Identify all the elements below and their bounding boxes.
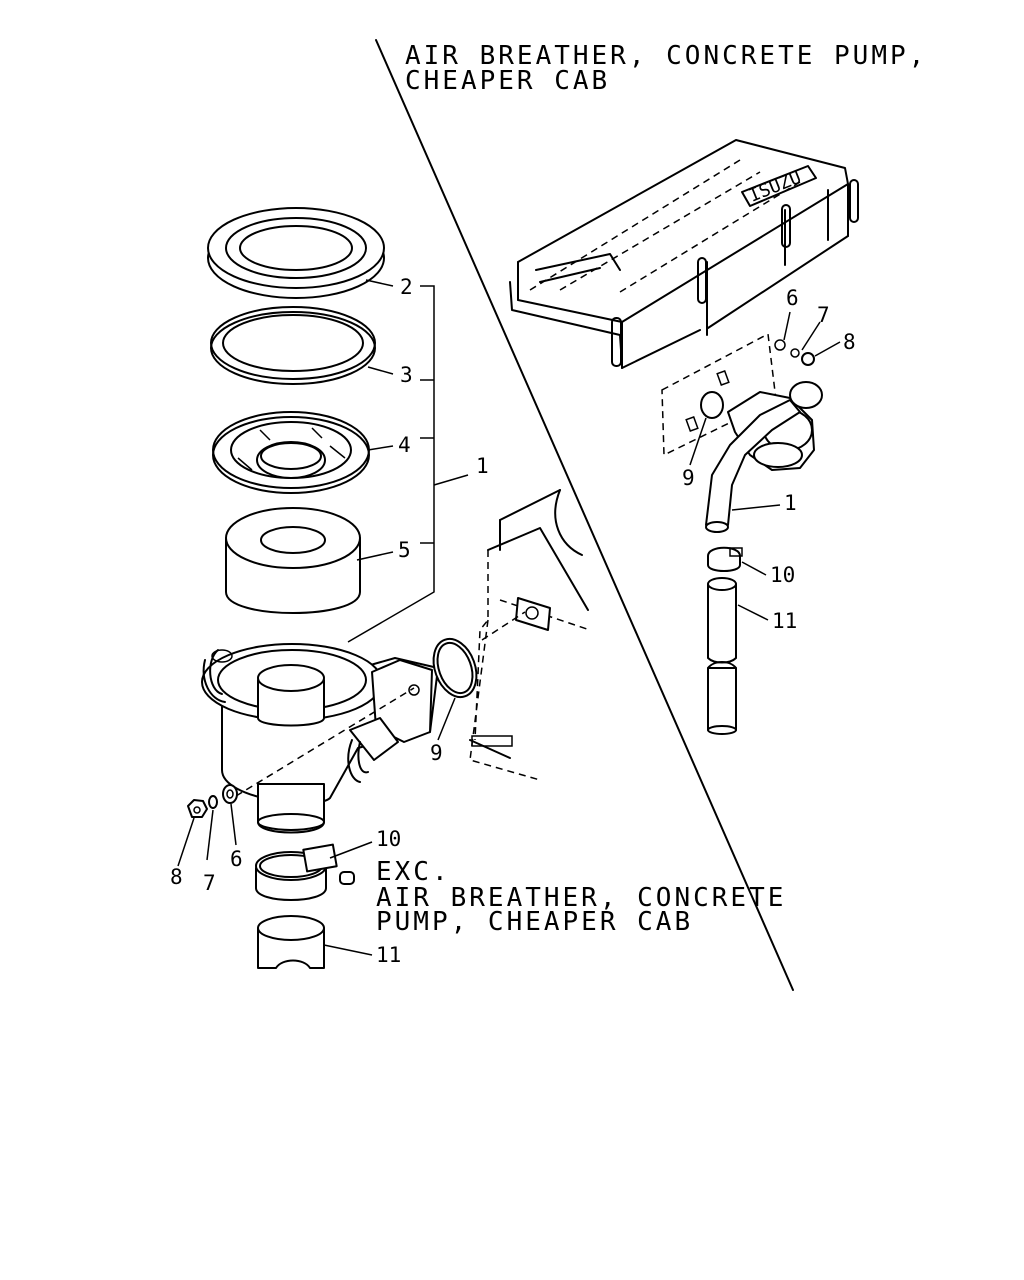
air-breather-variant-note-line-2: CHEAPER CAB (405, 66, 610, 96)
callout-1-right: 1 (784, 491, 797, 515)
callout-2-left: 2 (400, 275, 413, 299)
air-breather-variant-note-line-1: AIR BREATHER, CONCRETE PUMP, (405, 41, 927, 71)
air-filter-element (225, 507, 361, 614)
callout-7-right: 7 (817, 303, 830, 327)
air-breather-cover (207, 207, 385, 299)
fasteners-left (187, 784, 238, 818)
air-breather-body (201, 611, 526, 834)
callout-5-left: 5 (398, 538, 411, 562)
exc-variant-note-line-2: AIR BREATHER, CONCRETE (376, 883, 786, 913)
callout-9-left: 9 (430, 741, 443, 765)
engine-block (469, 489, 591, 781)
callout-10-left: 10 (376, 827, 401, 851)
callout-8-right: 8 (843, 330, 856, 354)
callout-11-left: 11 (376, 943, 401, 967)
callout-3-left: 3 (400, 363, 413, 387)
right-leader-lines (689, 311, 841, 621)
element-holder (212, 411, 370, 494)
left-leader-lines (177, 279, 469, 956)
callout-10-right: 10 (770, 563, 795, 587)
callout-6-left: 6 (230, 847, 243, 871)
gasket (210, 306, 376, 385)
callout-8-left: 8 (170, 865, 183, 889)
engine-head-cover: ISUZU (509, 139, 859, 369)
hose-clamp-left (255, 843, 355, 901)
callout-4-left: 4 (398, 433, 411, 457)
isuzu-logo: ISUZU (746, 167, 804, 207)
divider-line (375, 39, 794, 991)
callout-6-right: 6 (786, 286, 799, 310)
o-ring-left (432, 637, 478, 699)
callout-7-left: 7 (203, 871, 216, 895)
callout-1-left: 1 (476, 454, 489, 478)
hose-left (257, 915, 325, 969)
exc-variant-note-line-3: PUMP, CHEAPER CAB (376, 907, 693, 937)
exc-variant-note-line-1: EXC. (376, 857, 451, 887)
callout-11-right: 11 (772, 609, 797, 633)
callout-9-right: 9 (682, 466, 695, 490)
breather-pipe-assembly (661, 332, 823, 735)
